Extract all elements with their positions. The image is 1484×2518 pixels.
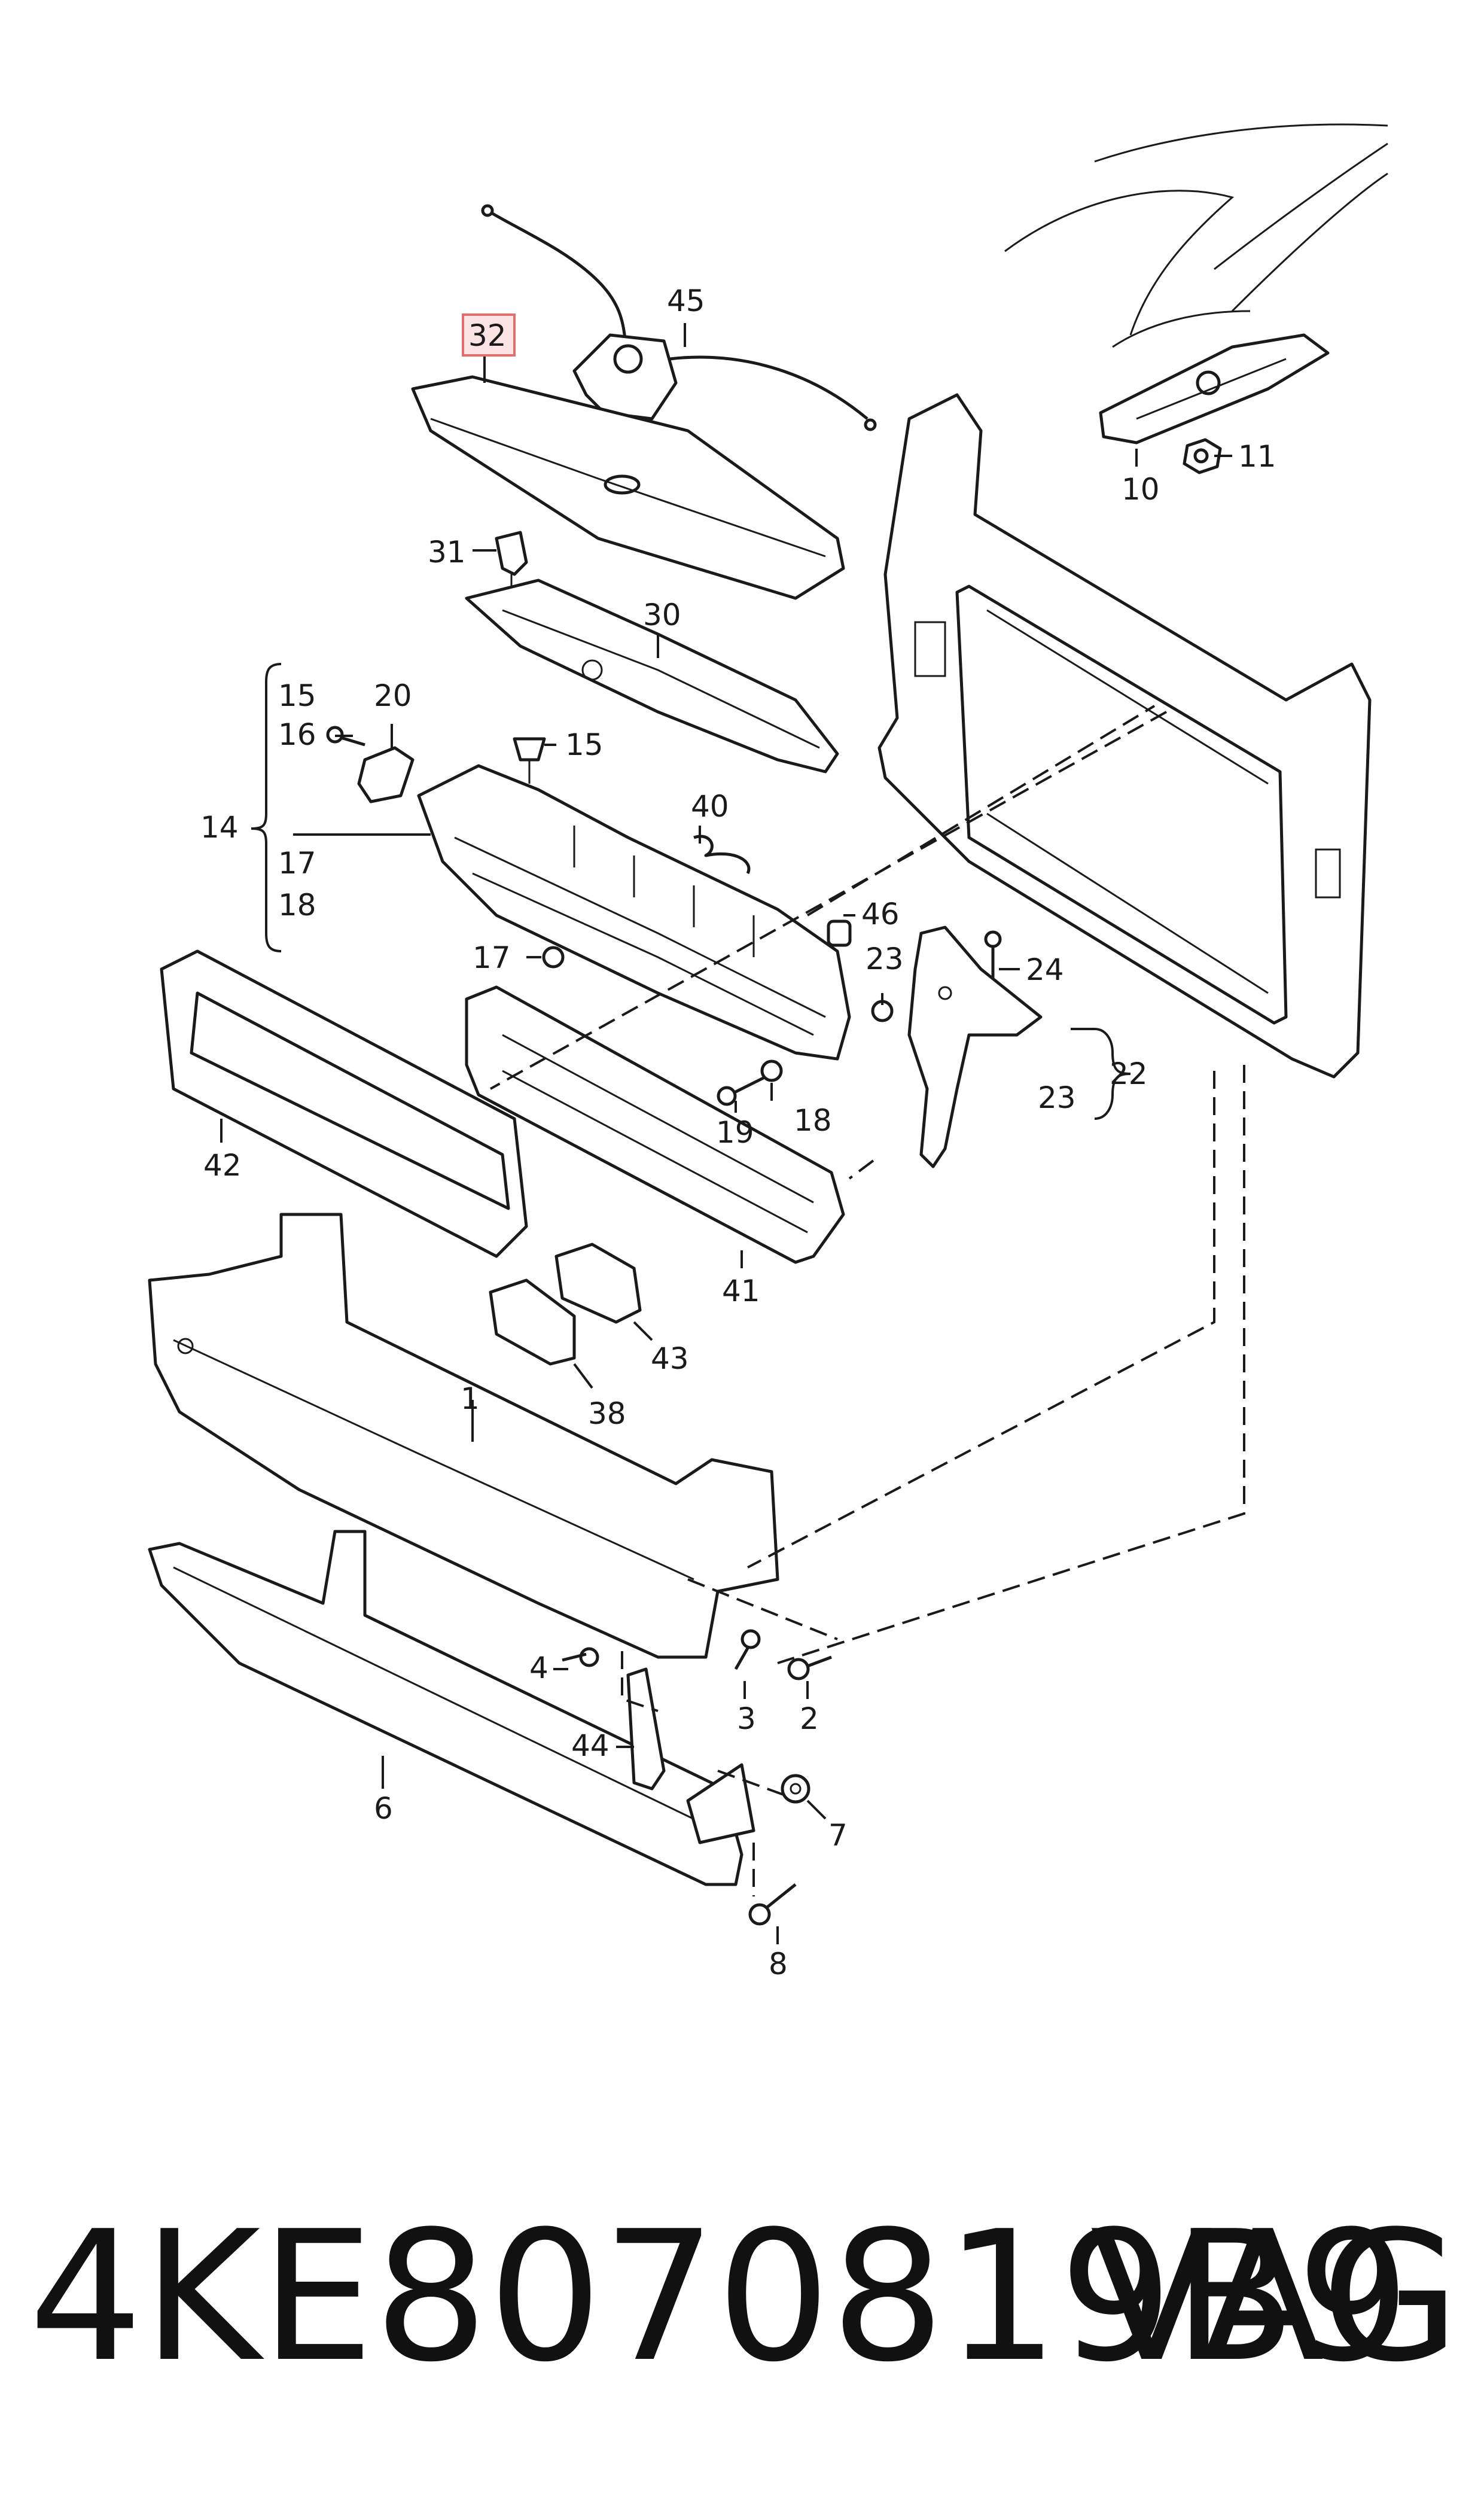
callout-labels: 45 32 11 10 31 30 15 20 16 15 14 17 18 4… [200,284,1276,1981]
part-20-sensor [357,746,415,803]
fender-outline [1004,123,1388,348]
label-7: 7 [828,1818,848,1853]
label-6: 6 [374,1791,393,1826]
label-19: 19 [716,1115,754,1150]
label-24: 24 [1026,952,1064,987]
label-31: 31 [428,535,466,570]
fasteners-18-19-23 [717,1000,894,1106]
label-18-washer: 18 [794,1103,832,1138]
brand-caption: VAG [1090,2193,1460,2401]
part-11-nut [1183,438,1222,474]
part-41-air-guide [465,985,845,1264]
label-32: 32 [468,318,507,353]
label-46: 46 [861,897,900,931]
label-41: 41 [722,1274,760,1308]
label-20: 20 [374,678,412,713]
part-number-caption: 4KE8070819B9 [29,2193,1410,2401]
label-17-bracket: 17 [278,846,316,881]
part-24-bolt [984,930,1002,981]
part-42-grille-frame [160,949,528,1258]
part-30-air-duct [465,578,839,774]
label-4: 4 [529,1651,548,1685]
fasteners-2-3-4-7-8 [562,1629,832,1926]
label-42: 42 [203,1148,242,1183]
assembly-dashed-lines [490,705,1245,1896]
part-46-grommet [827,919,852,947]
label-43: 43 [651,1341,689,1376]
label-15-right: 15 [565,727,604,762]
part-6-crossmember [148,1530,755,1886]
part-44-strip [626,1667,666,1791]
part-38-bracket [489,1278,576,1366]
label-16: 16 [278,717,316,752]
label-10: 10 [1122,472,1160,507]
label-23-bracket: 23 [1038,1080,1076,1115]
part-14-lock-carrier [417,764,851,1061]
part-17-bolt [542,946,565,969]
part-40-spring-clip [693,835,751,875]
label-40: 40 [691,789,729,824]
part-43-actuator [554,1243,642,1324]
label-1: 1 [461,1381,480,1416]
label-22: 22 [1110,1056,1148,1091]
label-8: 8 [769,1947,788,1981]
label-30: 30 [643,598,681,632]
label-38: 38 [588,1396,626,1431]
part-32-cover-panel [411,375,845,600]
label-2: 2 [800,1701,819,1736]
part-45-release-cable [481,204,877,431]
part-10-fender-bracket [1099,333,1330,444]
label-23-top: 23 [866,942,904,976]
highlight-box-32 [462,313,516,357]
part-1-bumper-bracket [148,1213,779,1659]
label-3: 3 [737,1701,756,1736]
radiator-support-frame [877,393,1372,1079]
part-15-bolt [513,737,546,784]
label-11: 11 [1238,439,1276,474]
label-44: 44 [571,1728,610,1763]
label-15-top: 15 [278,678,316,713]
label-14: 14 [200,810,239,845]
leader-lines [220,323,1232,1944]
part-22-side-bracket [907,925,1043,1168]
label-17-bolt: 17 [473,940,511,975]
label-18-bracket: 18 [278,888,316,922]
label-45: 45 [667,284,705,318]
